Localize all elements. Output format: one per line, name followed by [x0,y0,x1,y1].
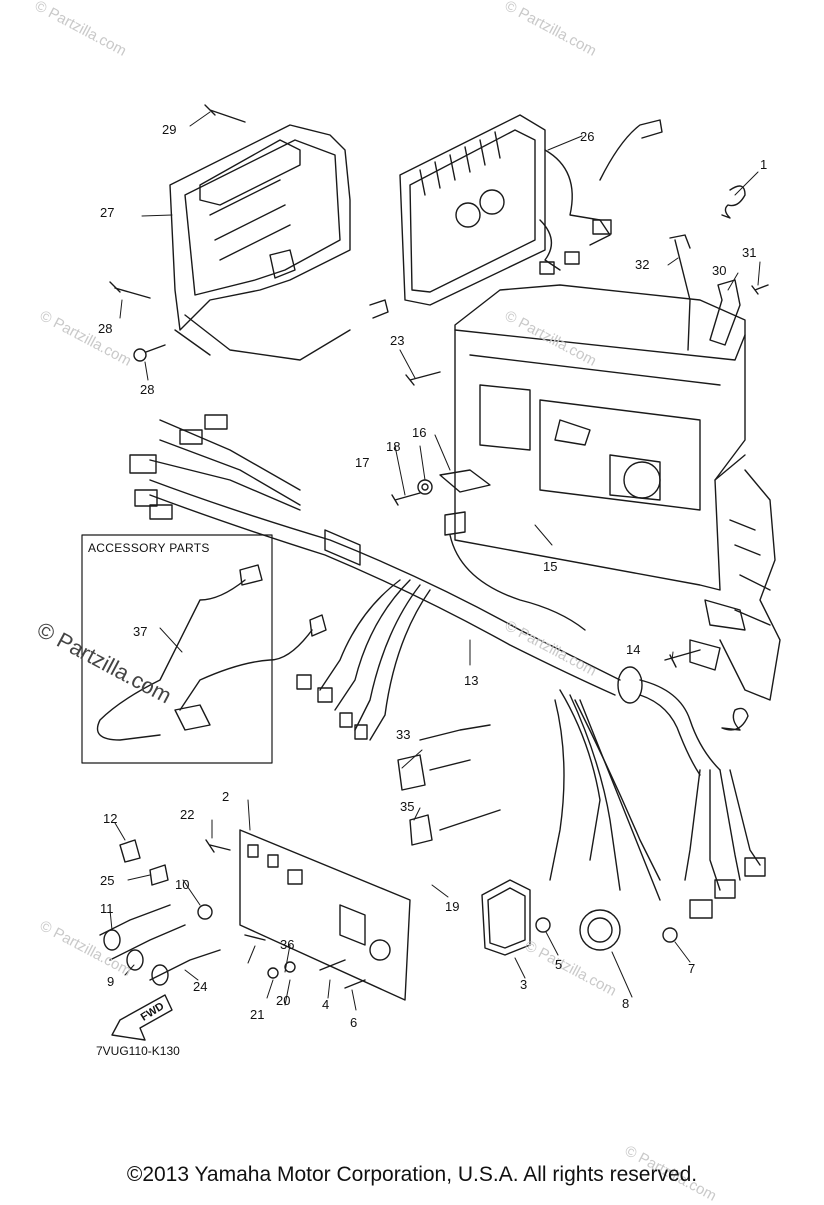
callout-13: 13 [464,673,479,688]
callout-17: 17 [355,455,370,470]
callout-26: 26 [580,129,595,144]
copyright-notice: ©2013 Yamaha Motor Corporation, U.S.A. A… [126,1163,698,1186]
drawing-code: 7VUG110-K130 [96,1044,180,1058]
callout-30: 30 [712,263,727,278]
harness-branches [296,579,766,919]
callout-37: 37 [133,624,148,639]
small-hardware [391,469,586,631]
callout-19: 19 [445,899,460,914]
callout-32: 32 [635,257,650,272]
fasteners [109,104,769,731]
callout-14: 14 [626,642,641,657]
callout-1: 1 [760,157,768,172]
callout-27: 27 [100,205,115,220]
callout-29: 29 [162,122,177,137]
callout-24: 24 [193,979,208,994]
fwd-arrow [111,994,173,1041]
callout-6: 6 [350,1015,358,1030]
main-harness [129,414,721,776]
callout-33: 33 [396,727,411,742]
callout-22: 22 [180,807,195,822]
leader-lines [109,111,761,1011]
receptacles [397,754,678,956]
callout-36: 36 [280,937,295,952]
callout-10: 10 [175,877,190,892]
control-box-cover [169,124,351,361]
callout-35: 35 [400,799,415,814]
callout-21: 21 [250,1007,265,1022]
accessory-box [81,534,327,764]
callout-23: 23 [390,333,405,348]
callout-16: 16 [412,425,427,440]
callout-20: 20 [276,993,291,1008]
callout-28b: 28 [140,382,155,397]
callout-3: 3 [520,977,528,992]
control-panel [99,829,411,1001]
callout-28a: 28 [98,321,113,336]
control-unit [369,114,663,319]
callout-7: 7 [688,961,696,976]
callout-4: 4 [322,997,330,1012]
engine-bracket [689,469,781,701]
accessory-parts-label: ACCESSORY PARTS [88,541,210,555]
callout-5: 5 [555,957,563,972]
callout-8: 8 [622,996,630,1011]
callout-2: 2 [222,789,230,804]
callout-9: 9 [107,974,115,989]
callout-31: 31 [742,245,757,260]
callout-25: 25 [100,873,115,888]
remote-control-box [454,284,746,591]
callout-15: 15 [543,559,558,574]
callout-12: 12 [103,811,118,826]
callout-18: 18 [386,439,401,454]
callout-11: 11 [100,901,114,916]
